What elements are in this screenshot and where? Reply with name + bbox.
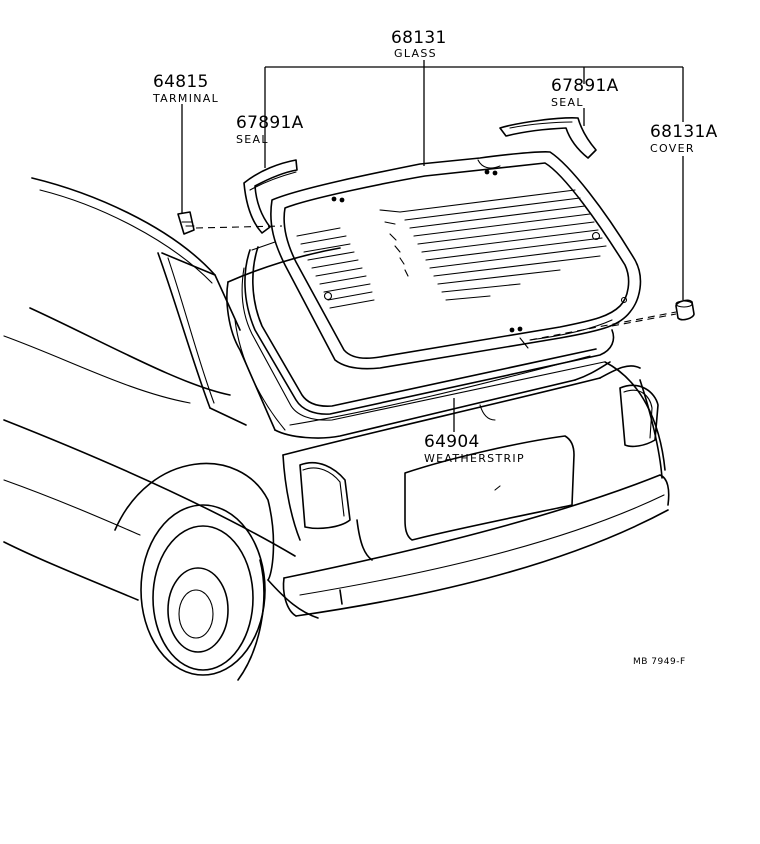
weatherstrip-part-number: 64904: [424, 432, 480, 452]
drawing-code: MB 7949-F: [633, 657, 686, 667]
weatherstrip-part-name: WEATHERSTRIP: [424, 452, 525, 465]
seal-right-part-number: 67891A: [551, 76, 619, 96]
glass-part: [270, 151, 642, 370]
seal-right-part: [499, 117, 597, 159]
cover-part-number: 68131A: [650, 122, 718, 142]
seal-right-part-name: SEAL: [551, 96, 584, 109]
leader-lines: [181, 60, 684, 432]
seal-left-part-name: SEAL: [236, 133, 269, 146]
seal-left-part-number: 67891A: [236, 113, 304, 133]
terminal-part-number: 64815: [153, 72, 209, 92]
car-body: [3, 177, 670, 681]
seal-left-part: [243, 159, 298, 234]
cover-part-name: COVER: [650, 142, 695, 155]
terminal-part-name: TARMINAL: [153, 92, 220, 105]
glass-part-number: 68131: [391, 28, 447, 48]
cover-part: [675, 299, 695, 321]
weatherstrip-part: [241, 241, 615, 421]
terminal-part: [177, 211, 195, 235]
glass-part-name: GLASS: [394, 47, 437, 60]
